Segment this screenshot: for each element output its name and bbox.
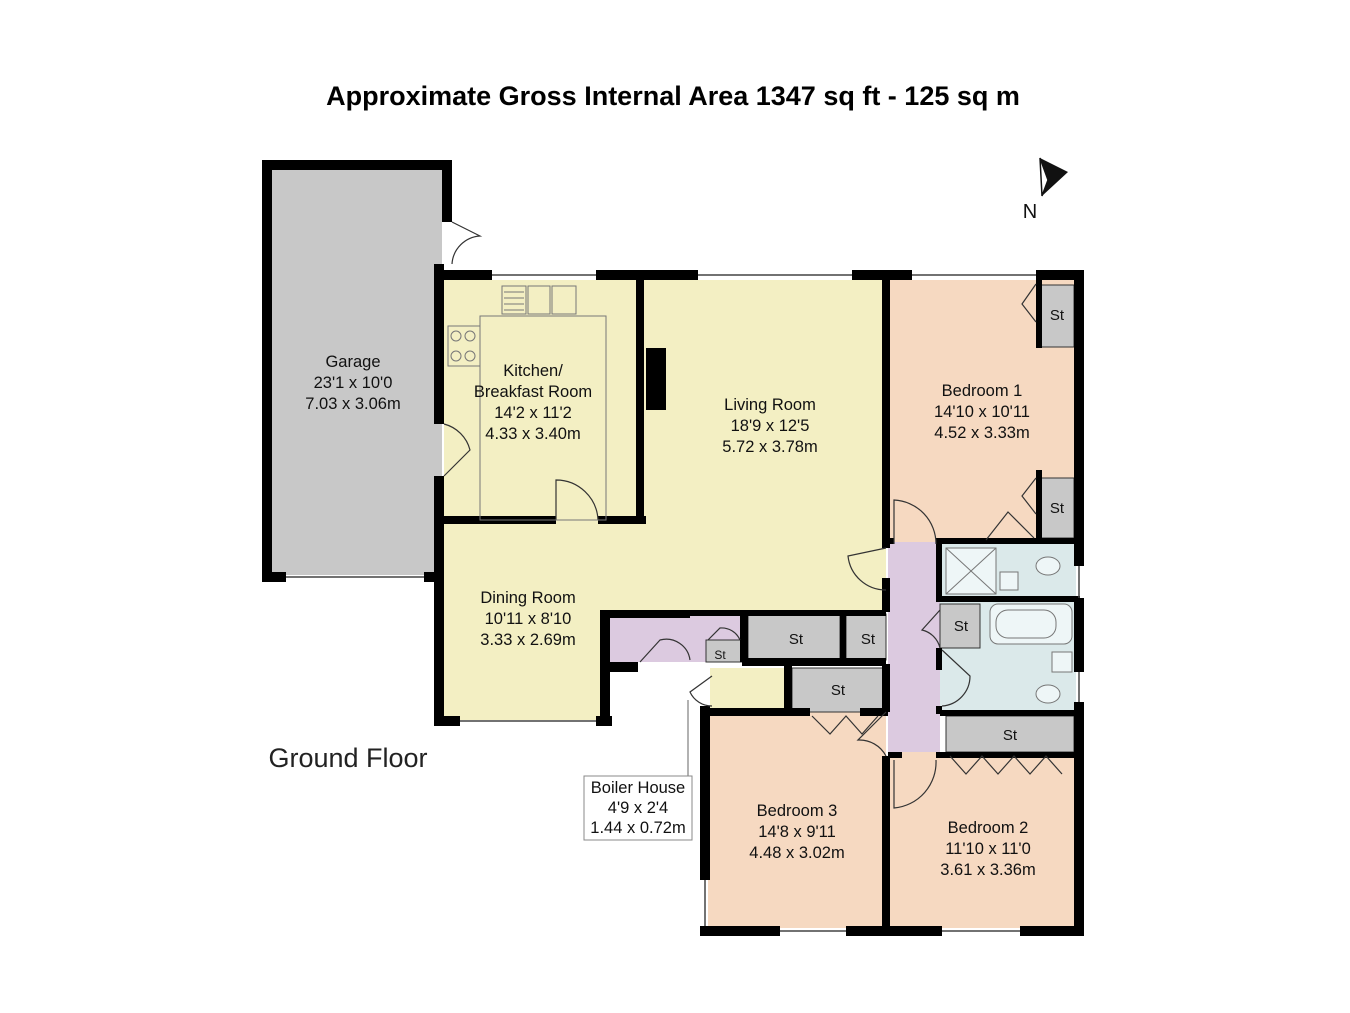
storage-labels: St St St St St St St St [714,307,1065,744]
bedroom-2-metric: 3.61 x 3.36m [940,861,1035,879]
area-title: Approximate Gross Internal Area 1347 sq … [326,81,1020,111]
storage-label: St [831,682,846,699]
living-room-metric: 5.72 x 3.78m [722,438,817,456]
north-label: N [1023,201,1037,223]
walls [262,160,1084,936]
boiler-house-label-box [583,775,693,841]
north-arrow-icon [1039,157,1068,197]
kitchen-metric: 4.33 x 3.40m [485,425,580,443]
storage-label: St [1050,307,1065,324]
dining-room-metric: 3.33 x 2.69m [480,631,575,649]
bedroom-1-metric: 4.52 x 3.33m [934,424,1029,442]
bedroom-1-imperial: 14'10 x 10'11 [934,403,1030,421]
floor-label: Ground Floor [268,743,427,773]
bedroom-1-name: Bedroom 1 [942,382,1023,400]
bedroom-3-area [708,712,886,928]
boiler-house-name: Boiler House [591,779,685,797]
kitchen-name: Kitchen/ [503,362,563,380]
storage-label: St [1050,500,1065,517]
kitchen-area [444,280,642,520]
dining-room-imperial: 10'11 x 8'10 [485,610,572,628]
living-room-name: Living Room [724,396,816,414]
garage-name: Garage [325,353,380,371]
garage-area [270,168,442,575]
hallway-area [888,542,940,760]
bedroom-2-area [888,752,1076,928]
dining-room-name: Dining Room [480,589,575,607]
storage-label: St [714,648,726,662]
boiler-house-metric: 1.44 x 0.72m [590,819,685,837]
storage-label: St [789,631,804,648]
bedroom-2-name: Bedroom 2 [948,819,1029,837]
boiler-house-area [710,668,788,712]
bedroom-3-imperial: 14'8 x 9'11 [758,823,836,841]
garage-imperial: 23'1 x 10'0 [314,374,393,392]
kitchen-fittings [447,285,607,521]
storage-label: St [861,631,876,648]
door-swings [443,221,1063,809]
windows [286,274,1080,932]
garage-metric: 7.03 x 3.06m [305,395,400,413]
living-room-imperial: 18'9 x 12'5 [731,417,810,435]
storage-label: St [1003,727,1018,744]
storage-label: St [954,618,969,635]
boiler-house-imperial: 4'9 x 2'4 [608,799,668,817]
bathroom-fittings [945,547,1073,704]
bedroom-3-name: Bedroom 3 [757,802,838,820]
dining-room-area [444,520,886,720]
bedroom-3-metric: 4.48 x 3.02m [749,844,844,862]
room-labels: Garage 23'1 x 10'0 7.03 x 3.06m Kitchen/… [305,353,1035,879]
kitchen-name-2: Breakfast Room [474,383,592,401]
bedroom-2-imperial: 11'10 x 11'0 [945,840,1031,858]
kitchen-imperial: 14'2 x 11'2 [494,404,572,422]
